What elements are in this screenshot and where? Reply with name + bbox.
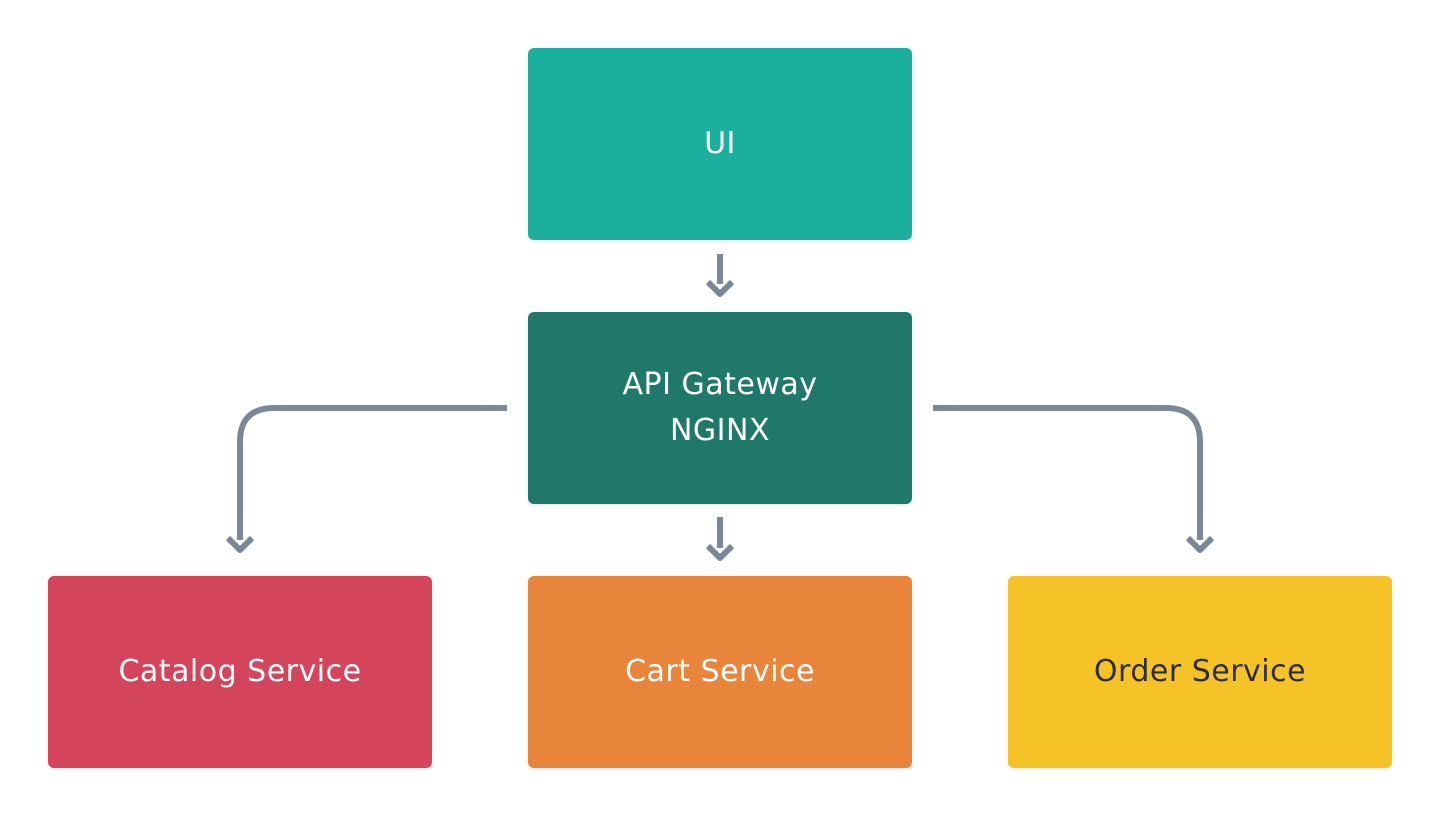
cart-service-node-label: Cart Service — [625, 654, 815, 689]
order-service-node-label: Order Service — [1093, 654, 1307, 689]
edge-gateway-to-catalog — [237, 405, 507, 540]
catalog-service-node: Catalog Service — [48, 576, 432, 768]
arrowhead-ui-to-gateway — [705, 279, 735, 297]
order-service-node: Order Service — [1008, 576, 1392, 768]
api-gateway-node-sublabel: NGINX — [669, 413, 771, 448]
arrowhead-gateway-to-order — [1185, 535, 1215, 553]
arrowhead-gateway-to-cart — [705, 543, 735, 561]
cart-service-node: Cart Service — [528, 576, 912, 768]
ui-node: UI — [528, 48, 912, 240]
api-gateway-node-label: API Gateway — [622, 367, 818, 402]
api-gateway-node: API Gateway NGINX — [528, 312, 912, 504]
ui-node-label: UI — [704, 126, 736, 161]
catalog-service-node-label: Catalog Service — [118, 654, 362, 689]
arrowhead-gateway-to-catalog — [225, 535, 255, 553]
edge-gateway-to-order — [933, 405, 1203, 540]
